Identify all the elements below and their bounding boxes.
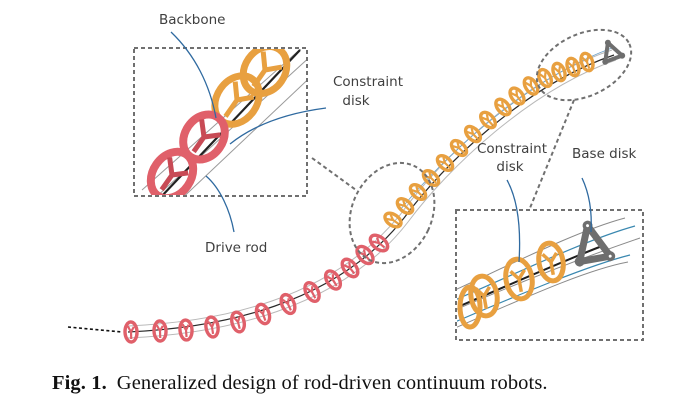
- constraint-disk-orange: [449, 138, 469, 158]
- constraint-disk-orange: [383, 211, 403, 229]
- constraint-disk-red: [340, 257, 360, 279]
- constraint-disk-orange: [579, 51, 595, 73]
- leader-lines: [170, 31, 592, 263]
- constraint-disk-orange: [479, 110, 497, 130]
- caption-figure-number: Fig. 1.: [52, 372, 107, 394]
- label-constraint-disk-top: Constraint: [333, 74, 403, 90]
- callout-connector-right: [529, 99, 575, 209]
- leader-constraint-right: [506, 179, 521, 263]
- label-constraint-disk-right-line1: Constraint: [477, 141, 547, 157]
- constraint-disk-orange: [395, 197, 415, 215]
- inset-base: [455, 209, 644, 341]
- constraint-disk-red: [254, 302, 272, 326]
- constraint-disk-orange: [508, 86, 526, 106]
- constraint-disk-red: [204, 315, 220, 339]
- constraint-disk-orange: [463, 124, 483, 144]
- constraint-disk-red: [152, 319, 168, 343]
- constraint-disk-red: [178, 318, 194, 342]
- constraint-disk-orange: [522, 76, 540, 96]
- base-disk: [602, 39, 626, 65]
- leader-base-disk: [581, 177, 592, 233]
- constraint-disk-orange: [408, 182, 428, 202]
- constraint-disk-red: [279, 292, 297, 316]
- transition-callout-ellipse: [348, 161, 436, 265]
- label-base-disk: Base disk: [572, 146, 637, 162]
- constraint-disk-red: [229, 310, 247, 334]
- constraint-disk-orange: [435, 153, 455, 173]
- constraint-disk-red: [123, 320, 139, 344]
- label-drive-rod: Drive rod: [205, 240, 267, 256]
- label-constraint-disk-right-line2: disk: [496, 159, 523, 175]
- constraint-disk-red: [323, 269, 343, 291]
- constraint-disk-red: [303, 281, 321, 303]
- label-constraint-disk-top-line2: disk: [342, 93, 369, 109]
- inset-transition: [133, 47, 308, 197]
- continuation-dashes: [67, 326, 123, 333]
- constraint-disk-orange: [565, 56, 581, 78]
- figure-caption: Fig. 1. Generalized design of rod-driven …: [52, 372, 548, 395]
- callout-connector-left: [311, 157, 357, 191]
- constraint-disk-orange: [494, 97, 512, 117]
- leader-drive-rod: [205, 175, 235, 233]
- caption-text: Generalized design of rod-driven continu…: [116, 372, 548, 394]
- leader-constraint-top: [229, 107, 327, 145]
- constraint-disk-orange: [551, 61, 567, 83]
- leader-backbone: [170, 31, 217, 119]
- label-constraint-disk-top-line1: Constraint: [333, 74, 403, 90]
- robot-disks: [123, 51, 595, 344]
- constraint-disk-orange: [536, 67, 554, 89]
- label-backbone: Backbone: [159, 12, 225, 28]
